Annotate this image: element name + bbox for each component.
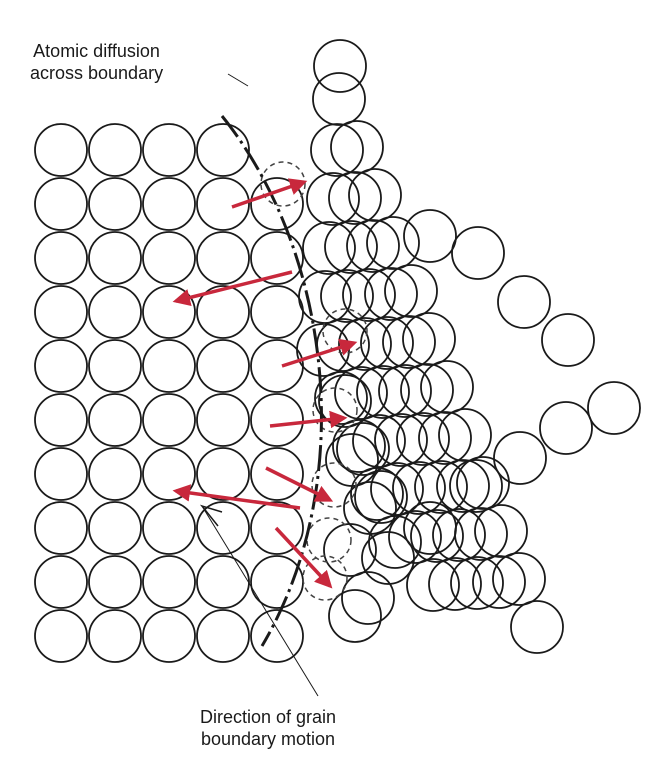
atomic-diffusion-label: Atomic diffusion across boundary <box>30 40 163 84</box>
vacant-atom-site <box>307 518 351 562</box>
atom <box>452 227 504 279</box>
atom <box>542 314 594 366</box>
atom <box>197 340 249 392</box>
atom <box>362 532 414 584</box>
atom <box>251 394 303 446</box>
atom <box>143 394 195 446</box>
atom <box>314 40 366 92</box>
atom <box>89 124 141 176</box>
atom <box>35 448 87 500</box>
atom <box>89 340 141 392</box>
atom <box>143 502 195 554</box>
atom <box>344 482 396 534</box>
atom <box>89 448 141 500</box>
top-label-leader <box>228 74 248 86</box>
atom <box>325 221 377 273</box>
atom <box>251 340 303 392</box>
atom <box>251 286 303 338</box>
atom <box>143 124 195 176</box>
atom <box>143 178 195 230</box>
atom <box>143 340 195 392</box>
atom <box>35 178 87 230</box>
boundary-motion-label: Direction of grain boundary motion <box>200 706 336 750</box>
atom <box>143 556 195 608</box>
atom <box>498 276 550 328</box>
atom <box>89 610 141 662</box>
atom <box>89 556 141 608</box>
atom <box>89 178 141 230</box>
atom <box>143 232 195 284</box>
atom <box>89 502 141 554</box>
atom <box>197 394 249 446</box>
atom <box>494 432 546 484</box>
atom <box>35 394 87 446</box>
atom <box>511 601 563 653</box>
left-grain <box>35 124 303 662</box>
atom <box>35 286 87 338</box>
atomic-diffusion-label-line1: Atomic diffusion <box>30 40 163 62</box>
atom <box>197 556 249 608</box>
atom <box>307 173 359 225</box>
atom <box>404 210 456 262</box>
atom <box>35 556 87 608</box>
atom <box>35 124 87 176</box>
atomic-diffusion-label-line2: across boundary <box>30 62 163 84</box>
atom <box>197 610 249 662</box>
atom <box>342 572 394 624</box>
atom <box>313 73 365 125</box>
atom <box>329 590 381 642</box>
diffusion-arrow <box>266 468 330 500</box>
atom <box>197 124 249 176</box>
atom <box>143 610 195 662</box>
atom <box>89 286 141 338</box>
boundary-motion-label-line2: boundary motion <box>200 728 336 750</box>
atom <box>89 232 141 284</box>
atom <box>35 502 87 554</box>
atom <box>89 394 141 446</box>
atom <box>337 423 389 475</box>
atom <box>35 340 87 392</box>
atom <box>326 434 378 486</box>
atom <box>35 610 87 662</box>
bottom-label-leader <box>202 506 318 696</box>
atom <box>540 402 592 454</box>
boundary-motion-label-line1: Direction of grain <box>200 706 336 728</box>
atom <box>35 232 87 284</box>
atom <box>355 471 407 523</box>
atom <box>197 448 249 500</box>
atom <box>197 232 249 284</box>
atom <box>143 286 195 338</box>
atom <box>588 382 640 434</box>
atom <box>251 556 303 608</box>
